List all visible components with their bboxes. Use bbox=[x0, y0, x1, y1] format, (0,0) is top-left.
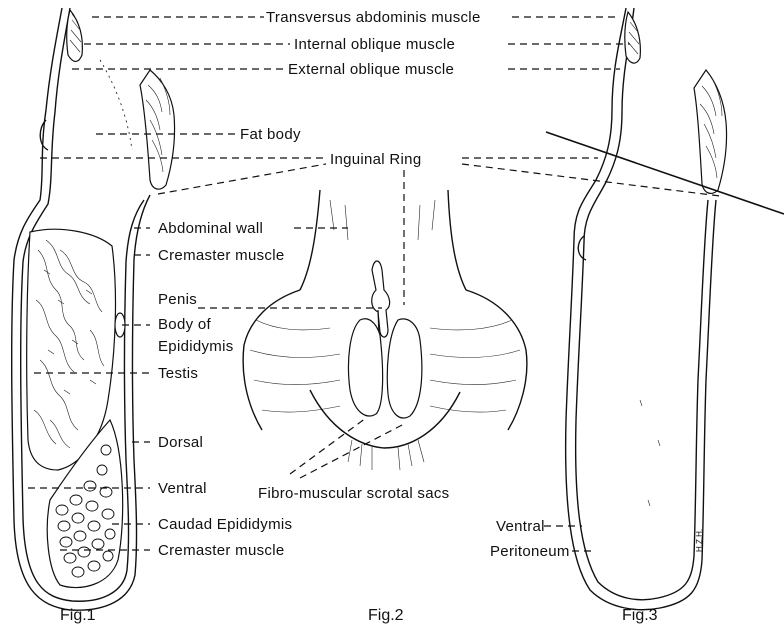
label-testis: Testis bbox=[158, 365, 198, 382]
fig3-drawing bbox=[546, 8, 784, 610]
label-cremaster-lower: Cremaster muscle bbox=[158, 542, 285, 559]
label-dorsal: Dorsal bbox=[158, 434, 203, 451]
fig1-drawing bbox=[12, 8, 175, 610]
leader-lines bbox=[28, 17, 720, 551]
label-epididymis: Epididymis bbox=[158, 338, 234, 355]
label-caudad-epididymis: Caudad Epididymis bbox=[158, 516, 292, 533]
label-abdominal-wall: Abdominal wall bbox=[158, 220, 263, 237]
label-transversus: Transversus abdominis muscle bbox=[266, 9, 481, 26]
label-ventral-fig3: Ventral bbox=[496, 518, 545, 535]
label-internal-oblique: Internal oblique muscle bbox=[294, 36, 455, 53]
label-fat-body: Fat body bbox=[240, 126, 301, 143]
fig2-drawing bbox=[243, 190, 527, 470]
label-inguinal-ring: Inguinal Ring bbox=[330, 151, 421, 168]
artist-signature: H.Z.H. bbox=[695, 529, 704, 552]
label-fibro-muscular: Fibro-muscular scrotal sacs bbox=[258, 485, 449, 502]
label-peritoneum: Peritoneum bbox=[490, 543, 570, 560]
label-body-of: Body of bbox=[158, 316, 211, 333]
caption-fig2: Fig.2 bbox=[368, 607, 404, 624]
label-penis: Penis bbox=[158, 291, 197, 308]
caption-fig3: Fig.3 bbox=[622, 607, 658, 624]
label-ventral-fig1: Ventral bbox=[158, 480, 207, 497]
label-external-oblique: External oblique muscle bbox=[288, 61, 454, 78]
caption-fig1: Fig.1 bbox=[60, 607, 96, 624]
label-cremaster-upper: Cremaster muscle bbox=[158, 247, 285, 264]
